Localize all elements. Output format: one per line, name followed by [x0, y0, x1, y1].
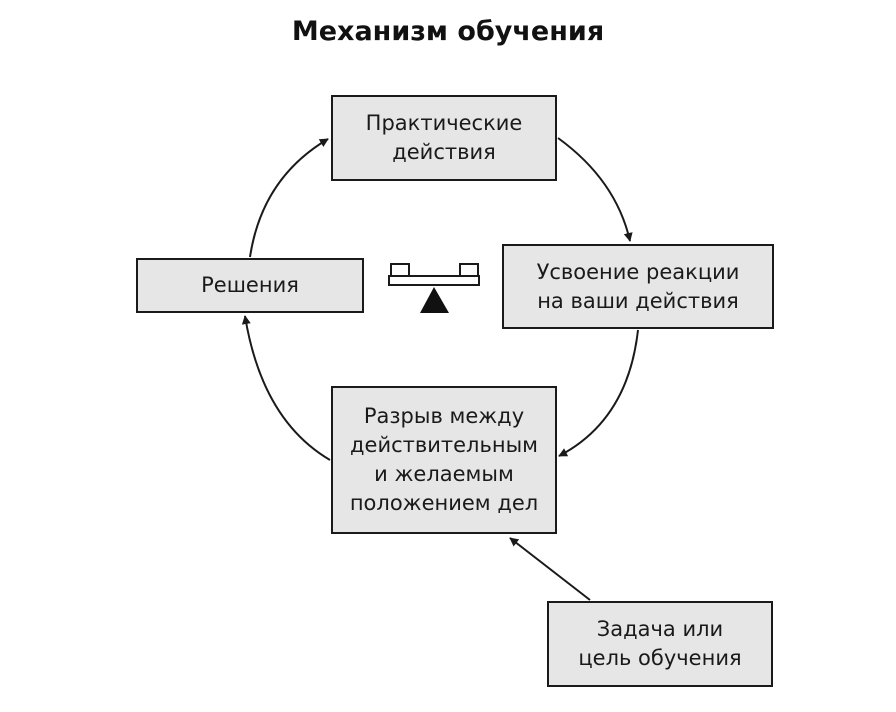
feedback-line-1: Усвоение реакции	[536, 259, 740, 284]
learning-goal-box: Задача или цель обучения	[547, 601, 773, 687]
learning-goal-line-1: Задача или	[596, 617, 724, 641]
feedback-box: Усвоение реакции на ваши действия	[502, 244, 774, 329]
decisions-box: Решения	[136, 258, 364, 313]
gap-line-3: и желаемым	[374, 462, 514, 486]
learning-goal-line-2: цель обучения	[578, 646, 742, 670]
arrow-gap-to-decision	[241, 315, 331, 461]
arrow-practical-to-feedback	[557, 137, 633, 242]
gap-line-1: Разрыв между	[363, 404, 525, 428]
practical-actions-line-1: Практические	[365, 111, 523, 135]
diagram-title: Механизм обучения	[291, 16, 605, 47]
decisions-line-1: Решения	[201, 273, 299, 297]
feedback-line-2: на ваши действия	[537, 288, 739, 313]
arrow-feedback-to-gap	[558, 329, 639, 457]
practical-actions-box: Практические действия	[331, 95, 557, 181]
gap-line-4: положением дел	[349, 491, 539, 515]
gap-box: Разрыв между действительным и желаемым п…	[331, 386, 557, 534]
arrow-task-to-gap	[509, 537, 591, 601]
practical-actions-line-2: действия	[392, 140, 496, 164]
arrow-decision-to-practical	[249, 138, 329, 258]
gap-line-2: действительным	[350, 433, 538, 457]
balance-scale-icon	[388, 263, 480, 313]
